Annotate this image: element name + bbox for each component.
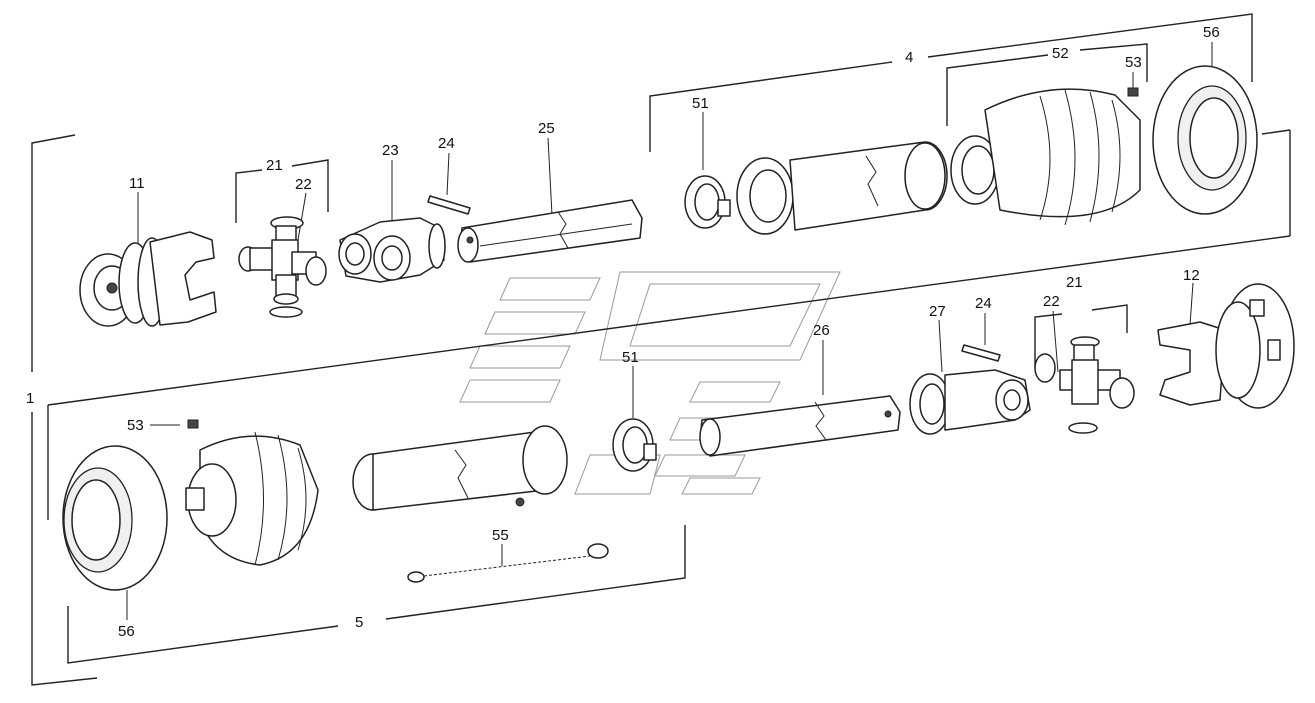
callout-56-lower: 56 xyxy=(118,623,135,640)
callout-24-upper: 24 xyxy=(438,135,455,152)
profile-tube-26 xyxy=(699,395,901,457)
callout-12: 12 xyxy=(1183,267,1200,284)
guard-ring-56-upper xyxy=(1152,65,1258,215)
yoke-23 xyxy=(338,217,446,283)
profile-tube-25 xyxy=(457,199,643,263)
yoke-27 xyxy=(909,369,1031,435)
callout-24-lower: 24 xyxy=(975,295,992,312)
pin-24-lower xyxy=(961,344,1001,362)
guard-ring-56-lower xyxy=(62,445,168,591)
callout-53-lower: 53 xyxy=(127,417,144,434)
callout-labels: 1 4 5 11 12 21 21 22 22 23 24 24 25 26 2… xyxy=(26,24,1220,640)
chain-55 xyxy=(407,543,609,583)
clip-ring-51-upper xyxy=(684,175,731,229)
callout-1: 1 xyxy=(26,390,34,407)
guard-cone-lower xyxy=(185,431,319,566)
callout-23: 23 xyxy=(382,142,399,159)
callout-51-upper: 51 xyxy=(692,95,709,112)
guard-tube-lower xyxy=(352,425,568,511)
callout-4: 4 xyxy=(905,49,913,66)
callout-51-lower: 51 xyxy=(622,349,639,366)
universal-cross-21-upper xyxy=(238,216,327,318)
universal-cross-21-lower xyxy=(1034,336,1135,434)
callout-22-upper: 22 xyxy=(295,176,312,193)
callout-56-upper: 56 xyxy=(1203,24,1220,41)
callout-21-upper: 21 xyxy=(266,157,283,174)
assembly-brackets xyxy=(31,13,1291,686)
guard-tube-4 xyxy=(736,141,948,235)
callout-5: 5 xyxy=(355,614,363,631)
callout-22-lower: 22 xyxy=(1043,293,1060,310)
yoke-12 xyxy=(1157,283,1295,409)
screw-53-lower xyxy=(187,419,199,429)
callout-25: 25 xyxy=(538,120,555,137)
callout-27: 27 xyxy=(929,303,946,320)
guard-cone-52 xyxy=(950,88,1141,226)
callout-53-upper: 53 xyxy=(1125,54,1142,71)
pin-24-upper xyxy=(427,195,471,215)
callout-21-lower: 21 xyxy=(1066,274,1083,291)
screw-53-upper xyxy=(1127,87,1139,97)
yoke-11 xyxy=(79,231,217,327)
leader-lines xyxy=(126,42,1213,620)
clip-ring-51-lower xyxy=(612,418,657,472)
callout-11: 11 xyxy=(129,175,145,192)
callout-55: 55 xyxy=(492,527,509,544)
callout-26: 26 xyxy=(813,322,830,339)
callout-52: 52 xyxy=(1052,45,1069,62)
